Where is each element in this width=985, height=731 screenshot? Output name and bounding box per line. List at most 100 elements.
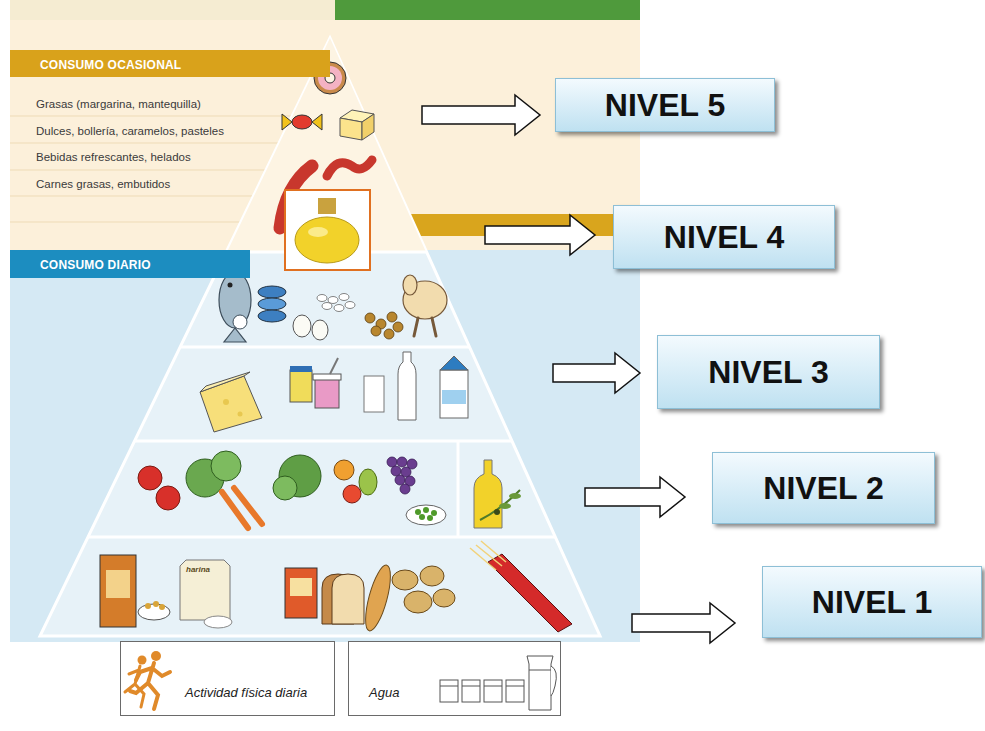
protein-icons — [258, 298, 286, 310]
text-row: NIVEL 2 — [763, 470, 883, 507]
dairy-icons — [442, 390, 466, 404]
dairy-icons — [238, 412, 243, 417]
vegetable-fruit-icons — [427, 515, 433, 521]
text-row: Carnes grasas, embutidos — [10, 169, 170, 196]
protein-icons — [317, 295, 327, 302]
protein-icons — [328, 297, 338, 304]
text-row: CONSUMO OCASIONAL — [10, 50, 330, 77]
hollow-arrow — [632, 603, 735, 643]
runner-icon — [138, 656, 147, 665]
vegetable-fruit-icons — [138, 451, 446, 528]
olive-oil-inset — [285, 190, 370, 270]
hollow-arrow — [422, 95, 540, 135]
background-panels — [10, 0, 640, 642]
protein-icons — [228, 283, 233, 288]
protein-icons — [258, 286, 286, 298]
protein-icons — [345, 302, 355, 309]
package-text: harina — [186, 565, 210, 574]
vegetable-fruit-icons — [395, 475, 405, 485]
hollow-arrow — [553, 353, 640, 393]
oil-bottle-icon — [494, 509, 500, 515]
protein-icons — [219, 272, 447, 342]
footer-box: Actividad física diaria — [120, 641, 335, 716]
vegetable-fruit-icons — [387, 457, 417, 494]
level-box: NIVEL 5 — [555, 78, 775, 132]
vegetable-fruit-icons — [156, 486, 180, 510]
cereal-icons — [404, 591, 432, 613]
background-panels — [335, 0, 640, 20]
dairy-icons — [200, 352, 468, 432]
vegetable-fruit-icons — [222, 488, 262, 528]
protein-icons — [258, 310, 286, 322]
vegetable-fruit-icons — [211, 451, 241, 481]
vegetable-fruit-icons — [406, 505, 446, 525]
cereal-icons — [100, 541, 572, 633]
cereal-icons — [290, 578, 312, 596]
dairy-icons — [290, 366, 312, 372]
runner-icon — [125, 651, 170, 709]
olive-oil-inset — [318, 198, 336, 214]
food-pyramid — [88, 536, 555, 539]
cereal-icons — [332, 574, 364, 624]
vegetable-fruit-icons — [138, 466, 162, 490]
cereal-icons — [481, 541, 506, 562]
cereal-icons — [138, 604, 170, 620]
sweets-fats-icons — [362, 114, 374, 140]
vegetable-fruit-icons — [419, 514, 425, 520]
water-glasses-icon — [484, 686, 502, 687]
text-row: CONSUMO DIARIO — [10, 250, 250, 278]
cereal-icons — [153, 601, 159, 607]
water-glasses-icon — [440, 680, 458, 702]
cereal-icons — [470, 541, 506, 570]
vegetable-fruit-icons — [334, 460, 354, 480]
dairy-icons — [313, 374, 341, 380]
cereal-icons — [145, 603, 151, 609]
olive-oil-inset — [308, 227, 328, 237]
category-band: CONSUMO OCASIONAL Grasas (margarina, mant… — [10, 50, 330, 196]
level-box: NIVEL 2 — [712, 452, 935, 524]
level-box: NIVEL 3 — [657, 335, 880, 409]
protein-icons — [365, 312, 403, 339]
vegetable-fruit-icons — [234, 488, 262, 524]
protein-icons — [224, 328, 246, 342]
vegetable-fruit-icons — [391, 466, 401, 476]
oil-bottle-icon — [474, 460, 502, 528]
protein-icons — [334, 305, 344, 312]
cereal-icons — [392, 570, 418, 590]
sweets-fats-icons — [340, 118, 362, 140]
protein-icons — [317, 294, 355, 312]
level-label: NIVEL 1 — [812, 584, 932, 621]
water-glasses-icon — [527, 656, 553, 710]
oil-bottle-icon — [474, 460, 521, 528]
level-box: NIVEL 4 — [613, 205, 835, 269]
vegetable-fruit-icons — [359, 469, 377, 495]
protein-icons — [371, 326, 381, 336]
band-heading: CONSUMO OCASIONAL — [40, 52, 181, 79]
runner-icon — [125, 666, 144, 707]
vegetable-fruit-icons — [343, 485, 361, 503]
text-row: Grasas (margarina, mantequilla) — [10, 89, 201, 116]
dairy-icons — [223, 399, 229, 405]
cereal-icons — [433, 589, 455, 607]
food-pyramid — [180, 346, 470, 349]
cereal-icons — [106, 570, 130, 598]
olive-oil-inset — [295, 217, 359, 263]
text-row: Bebidas refrescantes, helados — [10, 142, 191, 169]
vegetable-fruit-icons — [273, 476, 297, 500]
text-row: NIVEL 4 — [664, 219, 784, 256]
sweets-fats-icons — [312, 114, 322, 130]
footer-text: Agua — [369, 685, 399, 700]
text-row: Actividad física diaria — [185, 683, 307, 701]
protein-icons — [403, 275, 417, 295]
dairy-icons — [200, 376, 262, 432]
dairy-icons — [290, 370, 312, 402]
cereal-icons — [159, 604, 165, 610]
food-list-item: Grasas (margarina, mantequilla) — [36, 91, 201, 118]
sweets-fats-icons — [292, 115, 312, 129]
level-label: NIVEL 3 — [708, 354, 828, 391]
protein-icons — [387, 312, 397, 322]
footer-box: Agua — [348, 641, 561, 716]
